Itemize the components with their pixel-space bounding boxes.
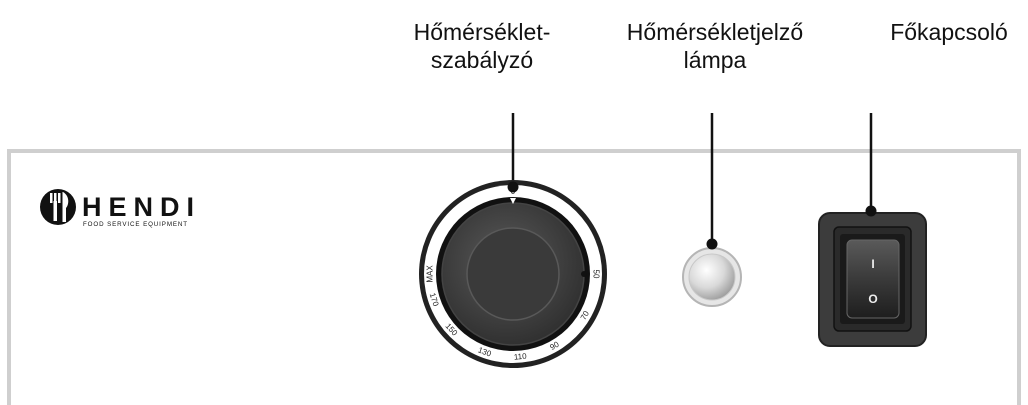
dial-end-dot <box>581 271 587 277</box>
lamp-label-line-1: Hőmérsékletjelző <box>626 19 804 45</box>
lamp-label-line-2: lámpa <box>683 47 747 73</box>
brand-name: HENDI <box>82 192 201 222</box>
switch-rocker[interactable] <box>846 239 900 319</box>
dial-scale-label: 170 <box>428 292 441 308</box>
dial-scale-label: MAX <box>426 265 435 283</box>
thermostat-dial[interactable]: 0507090110130150170MAX <box>419 180 607 368</box>
main-switch[interactable]: I O <box>818 205 927 347</box>
dial-scale-label: 130 <box>477 345 493 358</box>
brand-tagline: FOOD SERVICE EQUIPMENT <box>83 221 188 228</box>
brand-logo: HENDI FOOD SERVICE EQUIPMENT <box>40 189 201 228</box>
main-switch-label-line-1: Főkapcsoló <box>890 19 1008 45</box>
indicator-lamp-icon <box>682 238 742 307</box>
switch-pointer-dot <box>865 205 877 217</box>
lamp-pointer-dot <box>706 238 718 250</box>
thermostat-label-line-2: szabályzó <box>430 47 534 73</box>
dial-scale-label: 110 <box>513 352 527 362</box>
dial-scale-label: 50 <box>592 270 601 279</box>
thermostat-label: Hőmérséklet- szabályzó <box>392 18 572 74</box>
switch-off-symbol: O <box>868 292 877 306</box>
thermostat-pointer-dot <box>507 181 519 193</box>
fork-knife-logo-icon <box>40 189 76 225</box>
switch-on-symbol: I <box>871 257 874 271</box>
dial-pointer-marker <box>510 198 516 204</box>
dial-knob-center <box>466 227 560 321</box>
main-switch-label: Főkapcsoló <box>874 18 1024 46</box>
lamp-label: Hőmérsékletjelző lámpa <box>617 18 813 74</box>
thermostat-label-line-1: Hőmérséklet- <box>413 19 551 45</box>
